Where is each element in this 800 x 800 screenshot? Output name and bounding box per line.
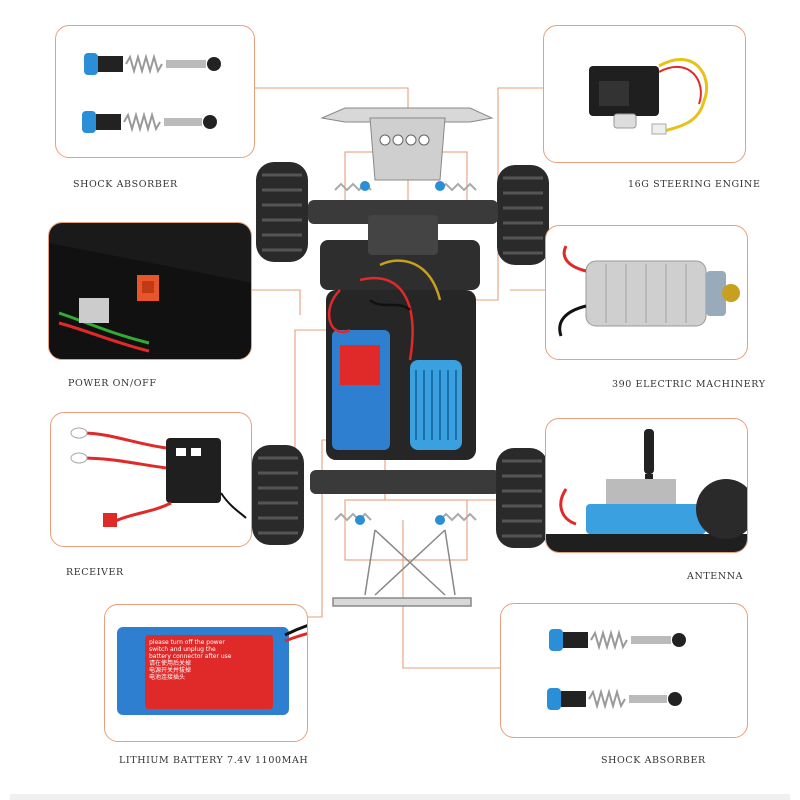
battery-text-line4: 请在使用后关掉 — [149, 660, 192, 667]
front-shocks — [334, 181, 477, 192]
battery-callout: please turn off the power switch and unp… — [104, 604, 308, 742]
shock-absorber-icon — [547, 629, 686, 710]
footer-bar — [10, 794, 790, 800]
receiver-label: RECEIVER — [66, 567, 124, 578]
servo-icon — [589, 58, 709, 135]
shock-absorber-rear-callout — [500, 603, 748, 738]
chassis-wires — [327, 259, 442, 361]
rear-shocks — [334, 512, 477, 525]
battery-text-line1: please turn off the power — [149, 639, 225, 646]
battery-warning-label: please turn off the power switch and unp… — [145, 635, 273, 709]
rear-right-wheel — [496, 448, 548, 548]
shock-absorber-icon — [82, 53, 221, 133]
electric-machinery-label: 390 ELECTRIC MACHINERY — [612, 379, 766, 390]
battery-label: LITHIUM BATTERY 7.4V 1100MAH — [119, 755, 309, 766]
battery-icon: please turn off the power switch and unp… — [117, 627, 289, 715]
battery-text-line6: 电池连接插头 — [149, 674, 186, 681]
battery-wires — [284, 624, 307, 643]
power-switch-icon — [49, 223, 251, 359]
shock-absorber-rear-label: SHOCK ABSORBER — [601, 755, 706, 766]
battery-text-line5: 电源开关并拔掉 — [149, 667, 192, 674]
front-right-wheel — [497, 165, 549, 265]
motor-icon — [558, 245, 740, 337]
shock-absorber-front-label: SHOCK ABSORBER — [73, 179, 178, 190]
chassis-motor — [410, 360, 462, 450]
battery-text-line2: switch and unplug the — [149, 646, 216, 653]
antenna-callout — [545, 418, 748, 553]
steering-engine-label: 16G STEERING ENGINE — [628, 179, 761, 190]
front-left-wheel — [256, 162, 308, 262]
battery-text-line3: battery connector after use — [149, 653, 232, 660]
chassis-battery — [332, 330, 390, 450]
shock-absorber-front-callout — [55, 25, 255, 158]
power-switch-callout — [48, 222, 252, 360]
receiver-icon — [70, 427, 247, 527]
steering-engine-callout — [543, 25, 746, 163]
antenna-icon — [546, 429, 747, 552]
antenna-label: ANTENNA — [687, 571, 744, 582]
rear-left-wheel — [252, 445, 304, 545]
power-switch-label: POWER ON/OFF — [68, 378, 157, 389]
electric-machinery-callout — [545, 225, 748, 360]
front-bumper — [320, 107, 494, 181]
receiver-callout — [50, 412, 252, 547]
rear-bumper — [332, 529, 472, 607]
